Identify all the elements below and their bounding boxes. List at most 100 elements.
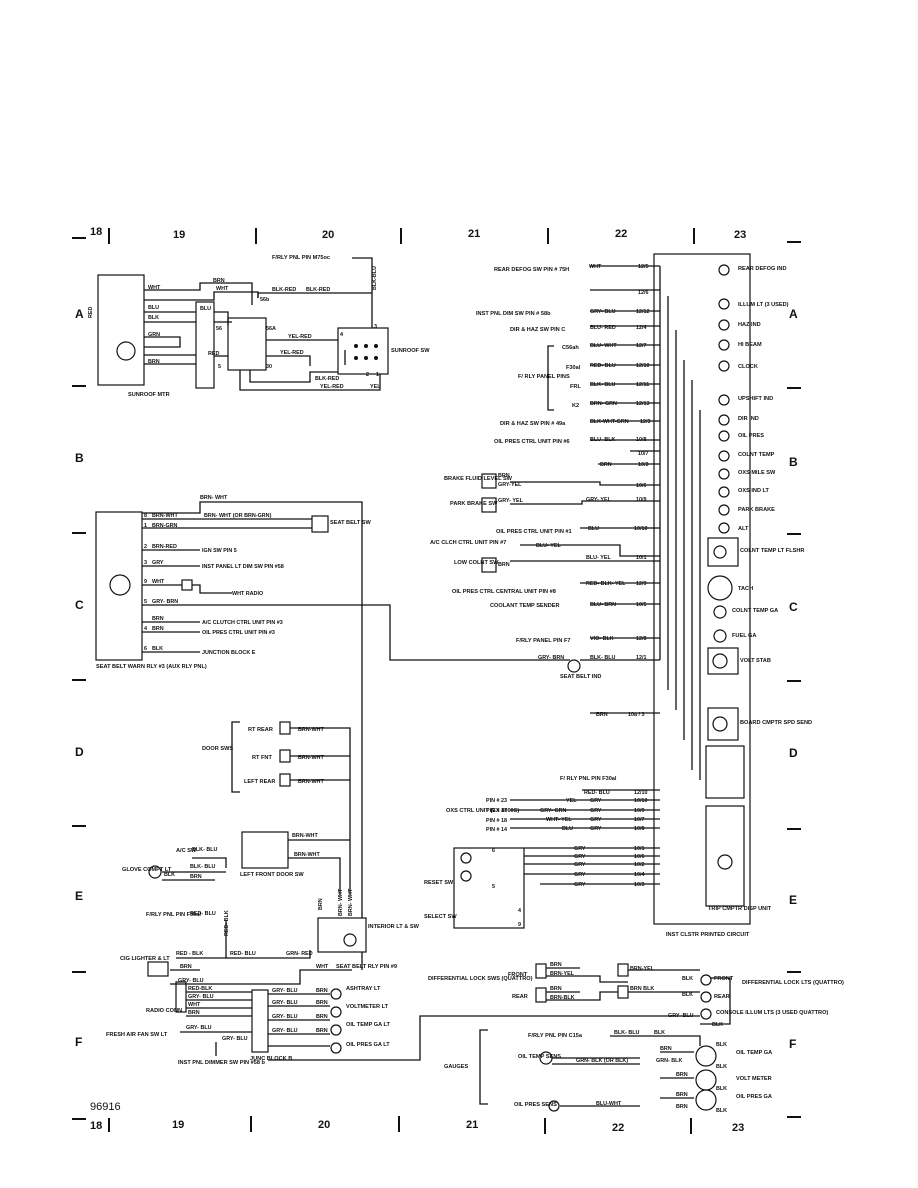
pin-label: PIN # 23 — [486, 798, 507, 804]
row-label: D — [75, 745, 84, 759]
door-switch — [279, 773, 291, 787]
input-label: DIR & HAZ SW PIN # 49a — [500, 421, 566, 427]
indicator-label: HI BEAM — [738, 342, 762, 348]
reset-label: RESET SW — [424, 880, 454, 886]
pin-label: 56b — [260, 297, 270, 303]
wire-label: BRN — [152, 626, 164, 632]
wire-label: GRN- RED — [286, 951, 313, 957]
wire-label: RED - BLK — [176, 951, 203, 957]
row-label: B — [75, 451, 84, 465]
indicator-label: VOLT STAB — [740, 658, 771, 664]
wire-label: GRY — [590, 808, 602, 814]
ac-switch-label: A/C SW — [176, 848, 197, 854]
wire-label: BRN — [188, 1010, 200, 1016]
door-switch-label: LEFT REAR — [244, 779, 275, 785]
wire-label: WHT- YEL — [546, 817, 572, 823]
wire-label: BLK- BLU — [590, 655, 616, 661]
indicator-lamp — [718, 319, 730, 331]
indicator-label: ALT — [738, 526, 749, 532]
wire-label: BLU — [588, 526, 599, 532]
gauges-panel-label: F/RLY PNL PIN C15a — [528, 1033, 583, 1039]
pin-label: 12/11 — [636, 382, 649, 388]
reset-lamp — [460, 852, 472, 864]
indicator-lamp — [718, 430, 730, 442]
wire-label: YEL-RED — [280, 350, 304, 356]
wire-label: BRN- GRN — [590, 401, 617, 407]
cluster-indicator-labels: REAR DEFOG IND ILLUM LT (3 USED) HAZ IND… — [732, 266, 812, 726]
wire-label: BLU — [562, 826, 573, 832]
wire-label: YEL-RED — [320, 384, 344, 390]
wire-label: GRY — [574, 872, 586, 878]
pin-label: 2 — [366, 372, 369, 378]
wire-label: BRN- WHT — [338, 888, 344, 916]
wire-label: GRY- BLU — [178, 978, 204, 984]
column-label: 23 — [732, 1122, 744, 1134]
indicator-lamp — [718, 264, 730, 276]
diff-switch-rear — [535, 987, 547, 1003]
door-switch — [279, 721, 291, 735]
seat-belt-ind-label: SEAT BELT IND — [560, 674, 601, 680]
relay-icon — [109, 574, 131, 596]
pin-label: 10/2 — [634, 862, 645, 868]
wire-label: VIO- BLK — [590, 636, 614, 642]
volt-meter-label: VOLT METER — [736, 1076, 772, 1082]
sunroof-motor-box — [97, 274, 145, 386]
oil-temp-lamp — [330, 1024, 342, 1036]
sunroof-relay-box — [227, 317, 267, 371]
pin-label: 12/4 — [636, 325, 647, 331]
seat-belt-rly-label: SEAT BELT RLY PIN #9 — [336, 964, 397, 970]
pin-label: PIN # 18 — [486, 818, 507, 824]
wire-label: YEL — [370, 384, 381, 390]
oil-pres-gauge-icon — [695, 1089, 717, 1111]
wire-label: BLK-BLU — [372, 266, 378, 290]
oil-temp-gauge-icon — [695, 1045, 717, 1067]
column-label: 23 — [734, 229, 746, 241]
input-label: OIL PRES CTRL CENTRAL UNIT PIN #8 — [452, 589, 556, 595]
park-brake-switch — [481, 497, 497, 513]
pin-label: 9 — [518, 922, 521, 928]
input-label: BRAKE FLUID LEVEL SW — [444, 476, 513, 482]
front-lamp — [700, 974, 712, 986]
motor-icon — [116, 341, 136, 361]
wire-label: GRY — [590, 798, 602, 804]
input-label: PARK BRAKE SW — [450, 501, 498, 507]
wire-label: BLU- WHT — [590, 343, 617, 349]
row-label: F — [75, 1035, 82, 1049]
column-label: 18 — [90, 226, 102, 238]
pin-label: 10/6 — [634, 854, 645, 860]
wire-label: BRN-WHT — [152, 513, 178, 519]
door-switch-label: RT FNT — [252, 755, 272, 761]
wire-label: WHT — [152, 579, 165, 585]
wire-label: GRY- BRN — [538, 655, 564, 661]
pin-label: 6 — [144, 646, 147, 652]
low-colnt-switch — [481, 557, 497, 573]
oil-pres-sens-icon — [548, 1100, 560, 1112]
indicator-label: TACH — [738, 586, 753, 592]
pin-label: 12/10 — [634, 790, 648, 796]
indicator-label: DIR IND — [738, 416, 759, 422]
ashtray-lamp — [330, 988, 342, 1000]
wire-label: GRY- BLU — [272, 988, 298, 994]
wire-label: YEL-RED — [288, 334, 312, 340]
pin-label: 12/7 — [636, 343, 647, 349]
ashtray-label: ASHTRAY LT — [346, 986, 381, 992]
indicator-lamp — [718, 339, 730, 351]
wire-label: BLK- BLU — [614, 1030, 640, 1036]
sunroof-circuit — [97, 257, 389, 391]
diff-lamp-relay — [617, 985, 629, 999]
pin-label: 3 — [144, 560, 147, 566]
pin-label: 4 — [144, 626, 147, 632]
wire-label: BLK — [716, 1042, 727, 1048]
indicator-lamp — [718, 504, 730, 516]
grid-frame — [72, 228, 801, 1134]
row-label: C — [75, 598, 84, 612]
pin-label: 9 — [144, 579, 147, 585]
pin-label: 10a / 3 — [628, 712, 645, 718]
destination-label: WHT RADIO — [232, 591, 263, 597]
input-label: FRL — [570, 384, 581, 390]
pin-label: 10/5 — [636, 602, 647, 608]
oil-temp-label: OIL TEMP GA LT — [346, 1022, 391, 1028]
wire-label: GRN- BLK (OR BLK) — [576, 1058, 628, 1064]
console-lamp — [700, 1008, 712, 1020]
wire-label: BLU- YEL — [586, 555, 611, 561]
